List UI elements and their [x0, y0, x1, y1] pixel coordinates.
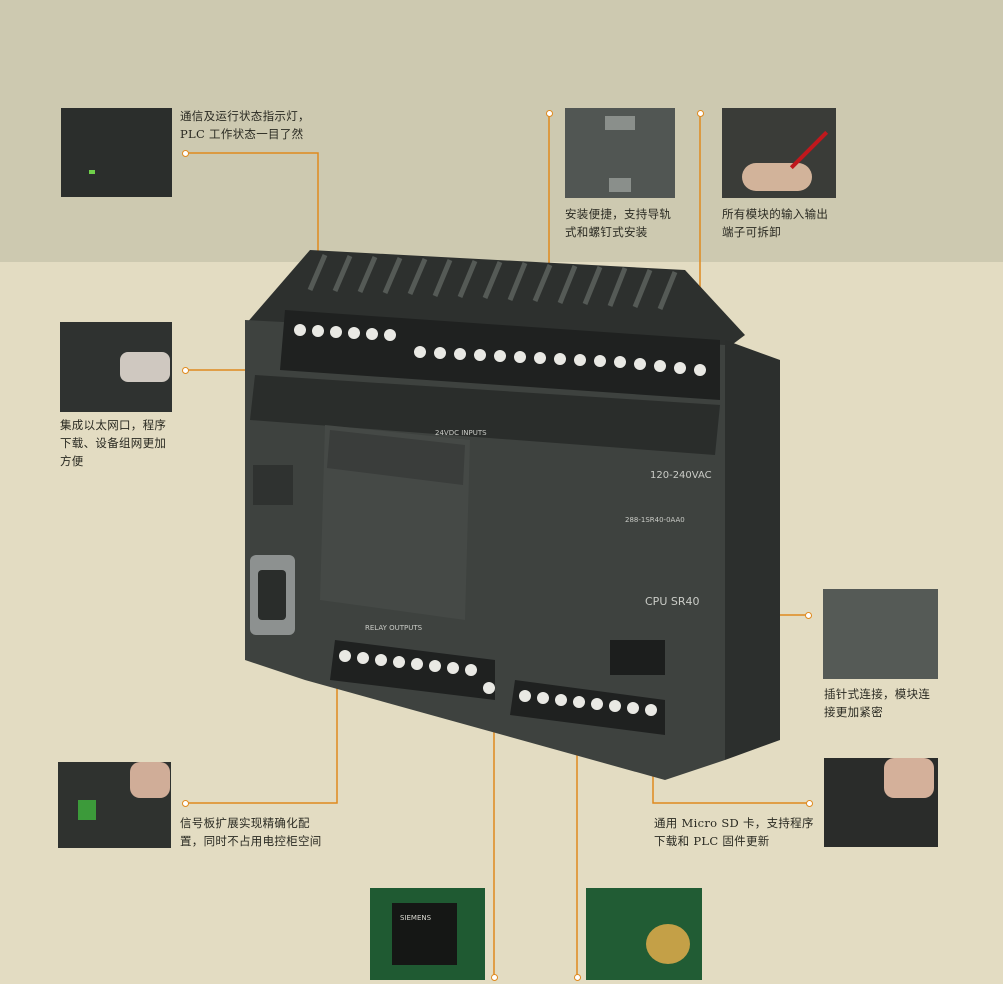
- status-led-photo: [61, 108, 172, 197]
- callout-dot-sd: [806, 800, 813, 807]
- plc-relay-label: RELAY OUTPUTS: [365, 624, 423, 632]
- caption-terminals: 所有模块的输入输出 端子可拆卸: [722, 207, 829, 239]
- caption-ethernet: 集成以太网口，程序 下载、设备组网更加 方便: [60, 418, 167, 468]
- caption-plug-in: 插针式连接，模块连 接更加紧密: [824, 687, 931, 719]
- caption-signal-board: 信号板扩展实现精确化配 置，同时不占用电控柜空间: [180, 816, 322, 848]
- caption-micro-sd: 通用 Micro SD 卡，支持程序 下载和 PLC 固件更新: [654, 816, 814, 848]
- plc-power-label: 120-240VAC: [650, 470, 712, 481]
- plc-inputs-label: 24VDC INPUTS: [435, 429, 487, 437]
- plc-cpu-illustration: CPU SR40 288-1SR40-0AA0 24VDC INPUTS REL…: [245, 250, 780, 780]
- battery-board-photo: [586, 888, 702, 980]
- micro-sd-photo: [824, 758, 938, 847]
- caption-status-led: 通信及运行状态指示灯， PLC 工作状态一目了然: [180, 109, 310, 141]
- callout-dot-ethernet: [182, 367, 189, 374]
- siemens-chip-photo: SIEMENS: [370, 888, 485, 980]
- din-rail-photo: [565, 108, 675, 198]
- chip-brand-label: SIEMENS: [400, 914, 432, 922]
- plc-order-label: 288-1SR40-0AA0: [625, 516, 685, 524]
- callout-dot-battery: [574, 974, 581, 981]
- caption-din-rail: 安装便捷，支持导轨 式和螺钉式安装: [565, 207, 672, 239]
- callout-dot-status: [182, 150, 189, 157]
- callout-dot-plugin: [805, 612, 812, 619]
- green-led-icon: [89, 170, 95, 174]
- terminal-removal-photo: [722, 108, 836, 198]
- callout-dot-chip: [491, 974, 498, 981]
- callout-dot-signal: [182, 800, 189, 807]
- plug-in-connector-photo: [823, 589, 938, 679]
- callout-dot-terminal: [697, 110, 704, 117]
- callout-dot-din: [546, 110, 553, 117]
- signal-board-photo: [58, 762, 171, 848]
- plc-model-label: CPU SR40: [645, 595, 699, 608]
- ethernet-port-photo: [60, 322, 172, 412]
